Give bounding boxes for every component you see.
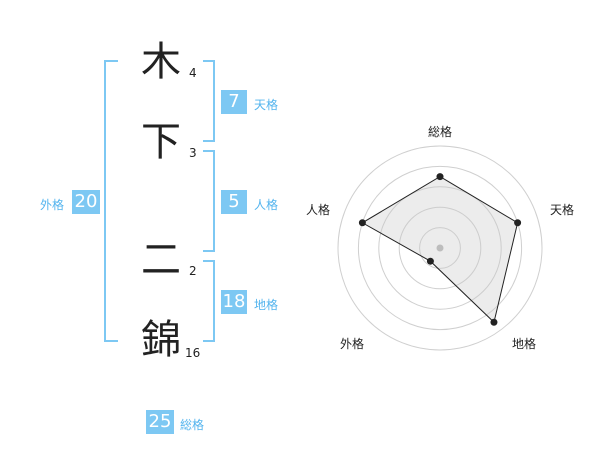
- name-char-3: 二: [141, 237, 181, 283]
- tenkaku-label: 天格: [254, 98, 279, 112]
- radar-axis-label-tenkaku: 天格: [550, 203, 575, 217]
- name-char-1: 木: [141, 39, 181, 85]
- radar-point-0: [436, 173, 444, 181]
- gaikaku-value: 20: [72, 190, 100, 214]
- radar-axis-label-jinkaku: 人格: [306, 203, 331, 217]
- soukaku-label: 総格: [180, 418, 205, 432]
- name-char-2: 下: [141, 119, 181, 165]
- radar-point-4: [358, 219, 366, 227]
- tenkaku-value: 7: [221, 90, 247, 114]
- gaikaku-label: 外格: [40, 198, 65, 212]
- stroke-count-2: 3: [189, 146, 197, 160]
- stroke-count-4: 16: [185, 346, 201, 360]
- name-char-4: 錦: [141, 317, 181, 363]
- radar-grid-ring: [357, 165, 523, 331]
- chikaku-bracket: [203, 260, 215, 342]
- radar-grid-ring: [419, 227, 461, 269]
- radar-axis-label-gaikaku: 外格: [340, 337, 365, 351]
- jinkaku-bracket: [203, 150, 215, 252]
- gaikaku-bracket: [104, 60, 118, 342]
- jinkaku-label: 人格: [254, 198, 279, 212]
- radar-grid-ring: [398, 206, 482, 290]
- radar-axis-label-soukaku: 総格: [428, 125, 453, 139]
- radar-center-dot: [436, 244, 444, 252]
- stroke-count-3: 2: [189, 264, 197, 278]
- radar-grid-ring: [378, 186, 502, 310]
- radar-point-2: [490, 318, 498, 326]
- chikaku-value: 18: [221, 290, 247, 314]
- radar-axis-label-chikaku: 地格: [512, 337, 537, 351]
- stroke-count-1: 4: [189, 66, 197, 80]
- soukaku-value: 25: [146, 410, 174, 434]
- jinkaku-value: 5: [221, 190, 247, 214]
- tenkaku-bracket: [203, 60, 215, 142]
- radar-point-1: [514, 219, 522, 227]
- chikaku-label: 地格: [254, 298, 279, 312]
- radar-point-3: [426, 257, 434, 265]
